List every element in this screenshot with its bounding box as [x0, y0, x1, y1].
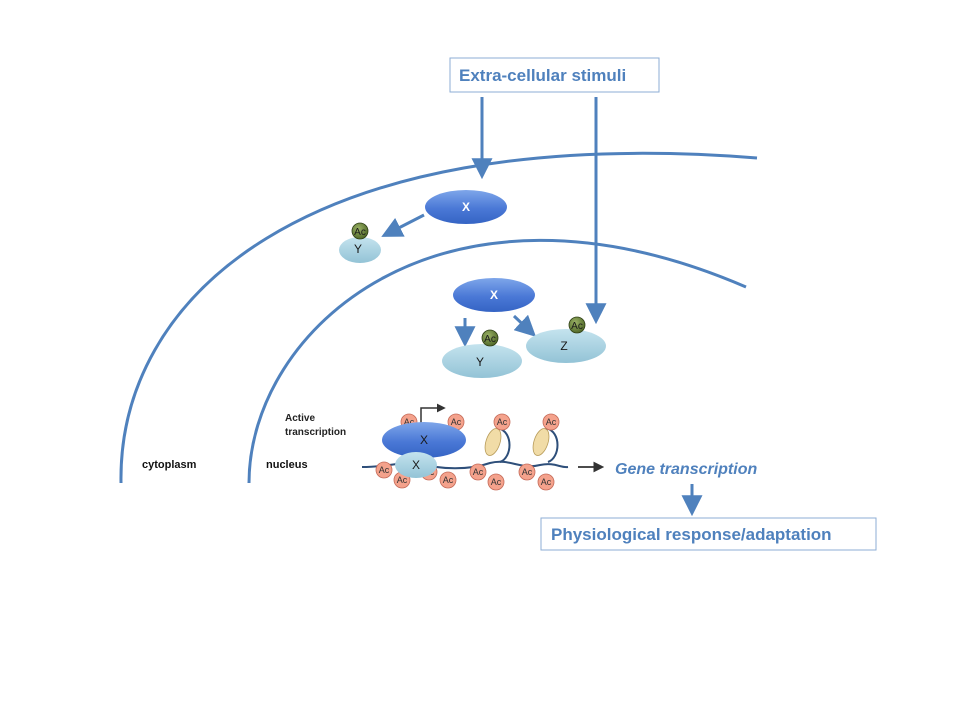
svg-text:Ac: Ac	[497, 417, 508, 427]
nuclear-envelope-arc	[247, 238, 747, 484]
chromatin-protein-x-small: X	[395, 452, 437, 478]
response-box: Physiological response/adaptation	[540, 517, 877, 551]
svg-text:Ac: Ac	[484, 334, 496, 345]
svg-text:Ac: Ac	[354, 227, 366, 238]
arrow-nuc-x-to-z	[512, 314, 537, 337]
svg-text:Ac: Ac	[473, 467, 484, 477]
svg-text:Ac: Ac	[541, 477, 552, 487]
chromatin-protein-x: X	[382, 422, 466, 458]
nucleosome	[484, 427, 511, 463]
acetyl-mark-cyto-y: Ac	[351, 222, 369, 240]
svg-text:Ac: Ac	[397, 475, 408, 485]
acetyl-mark-chromatin: Ac	[493, 413, 511, 431]
nuc-protein-y: Y	[442, 344, 522, 378]
nuc-protein-z: Z	[526, 329, 606, 363]
acetyl-mark-chromatin: Ac	[537, 473, 555, 491]
response-label: Physiological response/adaptation	[551, 525, 832, 544]
svg-text:Active: Active	[285, 413, 315, 424]
svg-text:Y: Y	[476, 355, 484, 369]
acetyl-mark-chromatin: Ac	[518, 463, 536, 481]
cyto-protein-x: X	[425, 190, 507, 224]
stimulus-box: Extra-cellular stimuli	[449, 57, 660, 93]
acetyl-mark-chromatin: Ac	[487, 473, 505, 491]
svg-text:X: X	[490, 288, 498, 302]
svg-text:Ac: Ac	[443, 475, 454, 485]
nucleus-label: nucleus	[266, 459, 308, 471]
acetyl-mark-nuc-y: Ac	[481, 329, 499, 347]
svg-text:Y: Y	[354, 242, 362, 256]
stimulus-label: Extra-cellular stimuli	[459, 66, 626, 85]
svg-text:Z: Z	[560, 339, 567, 353]
svg-text:X: X	[412, 458, 420, 472]
svg-text:Ac: Ac	[451, 417, 462, 427]
svg-text:Ac: Ac	[522, 467, 533, 477]
cyto-protein-y: Y	[339, 237, 381, 263]
svg-text:Ac: Ac	[491, 477, 502, 487]
nucleosome	[532, 427, 559, 463]
acetyl-mark-chromatin: Ac	[542, 413, 560, 431]
arrow-cyto-x-to-y	[381, 213, 425, 237]
acetyl-mark-chromatin: Ac	[375, 461, 393, 479]
chromatin-strip: Ac Ac Ac Ac Ac Ac Ac Ac Ac Ac Ac Ac X X	[361, 403, 569, 491]
dna-strand	[361, 460, 569, 470]
active-transcription-label: Active transcription	[285, 413, 346, 438]
svg-text:Ac: Ac	[546, 417, 557, 427]
svg-text:X: X	[420, 433, 428, 447]
svg-text:Ac: Ac	[571, 321, 583, 332]
svg-text:Ac: Ac	[404, 417, 415, 427]
svg-text:transcription: transcription	[285, 427, 346, 438]
gene-transcription-label: Gene transcription	[615, 461, 757, 478]
acetyl-mark-nuc-z: Ac	[568, 316, 586, 334]
svg-text:X: X	[462, 200, 470, 214]
cell-membrane-arc	[119, 151, 758, 484]
acetyl-mark-chromatin: Ac	[439, 471, 457, 489]
acetyl-mark-chromatin: Ac	[469, 463, 487, 481]
cytoplasm-label: cytoplasm	[142, 459, 197, 471]
svg-text:Ac: Ac	[379, 465, 390, 475]
nuc-protein-x: X	[453, 278, 535, 312]
acetyl-mark-chromatin: Ac	[447, 413, 465, 431]
